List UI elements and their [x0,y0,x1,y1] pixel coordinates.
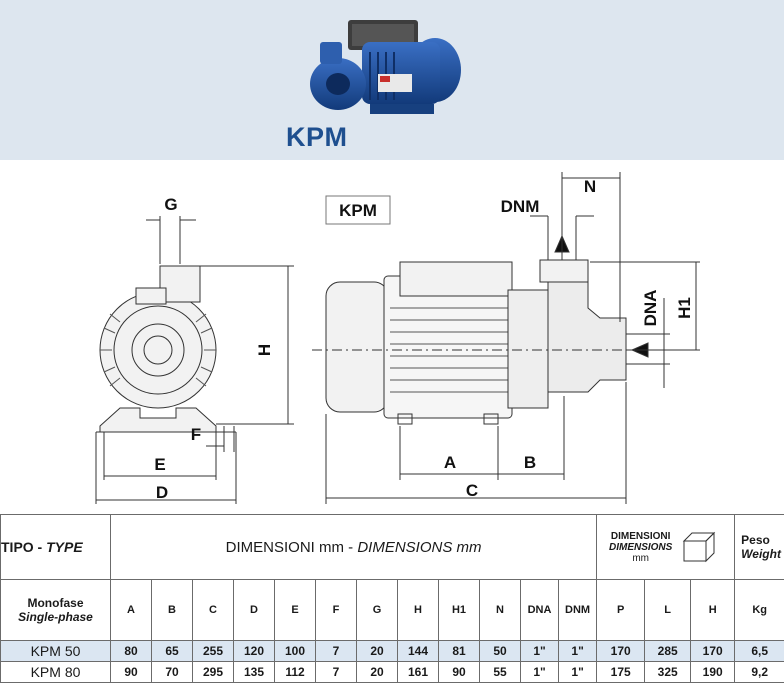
cell: 170 [596,640,646,662]
cell: 7 [315,661,357,683]
header-band-right [634,0,784,160]
dim-label-n: N [584,177,596,196]
front-view [95,216,294,504]
cell: 50 [479,640,521,662]
cell: 20 [356,661,398,683]
side-view [312,172,700,504]
tipo-header: TIPO - TYPE [0,514,111,580]
dim-label-dnm: DNM [501,197,540,216]
spec-table: TIPO - TYPE DIMENSIONI mm - DIMENSIONS m… [0,514,784,683]
col-header: F [315,579,357,641]
cell: 285 [644,640,692,662]
col-header: C [192,579,234,641]
col-header: DNA [520,579,559,641]
dim-label-e: E [154,455,165,474]
pump-photo [310,20,461,114]
dim-label-d: D [156,483,168,502]
cell: 55 [479,661,521,683]
col-header: H [397,579,439,641]
col-header: D [233,579,275,641]
cell: 144 [397,640,439,662]
dim-label-f: F [191,425,201,444]
col-header: H [690,579,736,641]
technical-drawing: KPM G H E F D DNM N DNA H1 A B C [95,172,700,504]
cell: 81 [438,640,480,662]
dim-label-h: H [255,344,274,356]
dim-label-b: B [524,453,536,472]
cell: 1" [557,640,598,662]
cell: 1" [520,640,559,662]
col-header: L [644,579,692,641]
col-header: H1 [438,579,480,641]
col-header: P [596,579,646,641]
cell: 120 [233,640,275,662]
cell: 9,2 [734,661,784,683]
cell: 325 [644,661,692,683]
cell: 135 [233,661,275,683]
cell: 161 [397,661,439,683]
cell: 295 [192,661,234,683]
packing-dimensions-header: DIMENSIONI DIMENSIONS mm [596,514,736,580]
cell: 1" [557,661,598,683]
box-dimensions-icon [683,531,716,563]
cell: 70 [151,661,193,683]
cell: 6,5 [734,640,784,662]
cell: 255 [192,640,234,662]
dim-label-h1: H1 [675,297,694,319]
dim-label-dna: DNA [641,290,660,327]
cell: 170 [690,640,736,662]
col-header: Kg [734,579,784,641]
dim-label-a: A [444,453,456,472]
cell: 112 [274,661,316,683]
col-header: N [479,579,521,641]
model-name: KPM 50 [0,640,111,662]
cell: 80 [110,640,152,662]
cell: 20 [356,640,398,662]
col-header: A [110,579,152,641]
col-header: DNM [557,579,598,641]
cell: 7 [315,640,357,662]
cell: 90 [110,661,152,683]
dim-label-c: C [466,481,478,500]
drawing-kpm-label: KPM [339,201,377,220]
model-name: KPM 80 [0,661,111,683]
dimensions-header: DIMENSIONI mm - DIMENSIONS mm [109,514,598,580]
cell: 100 [274,640,316,662]
col-header: G [356,579,398,641]
model-title: KPM [286,122,348,152]
col-header: B [151,579,193,641]
dim-label-g: G [164,195,177,214]
cell: 90 [438,661,480,683]
cell: 175 [596,661,646,683]
table-row: KPM 50 80 65 255 120 100 7 20 144 81 50 … [0,640,784,662]
table-row: KPM 80 90 70 295 135 112 7 20 161 90 55 … [0,661,784,683]
cell: 190 [690,661,736,683]
cell: 1" [520,661,559,683]
col-header: E [274,579,316,641]
cell: 65 [151,640,193,662]
